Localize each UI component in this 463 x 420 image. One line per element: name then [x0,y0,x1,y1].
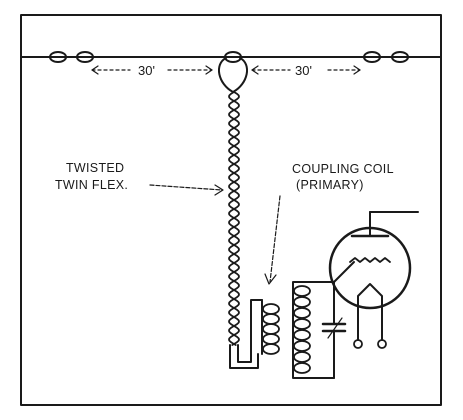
figure-border [20,14,442,406]
primary-coil [261,299,280,355]
span-left-label: 30' [138,63,155,78]
span-right-label: 30' [295,63,312,78]
dimension-left [91,65,213,75]
coil-label-arrow [264,195,281,285]
insulator-left-inner [76,51,94,63]
twisted-label-line1: TWISTED [66,161,124,175]
dimension-right [251,65,361,75]
triode-valve [328,211,419,349]
twisted-flex-strand-b [228,91,240,346]
feeder-loop [217,57,249,93]
coil-label-line1: COUPLING COIL [292,162,394,176]
tuning-capacitor [309,261,355,379]
insulator-left-outer [49,51,67,63]
feeder-leads [229,299,263,369]
coil-label-line2: (PRIMARY) [296,178,364,192]
secondary-coil [292,281,311,379]
twisted-label-arrow [149,184,224,196]
insulator-right-inner [363,51,381,63]
twisted-label-line2: TWIN FLEX. [55,178,128,192]
insulator-center [224,51,242,63]
insulator-right-outer [391,51,409,63]
